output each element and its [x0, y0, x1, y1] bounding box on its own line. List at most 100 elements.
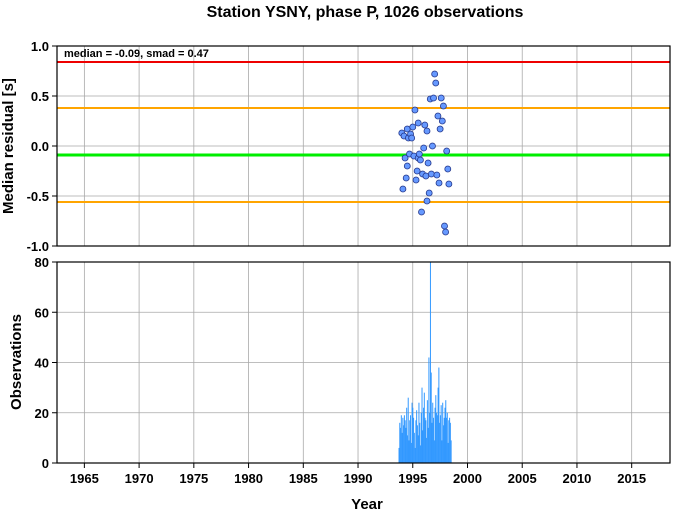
- observation-bar: [449, 417, 451, 463]
- observation-bar: [447, 442, 449, 463]
- observation-bar: [414, 447, 416, 463]
- residual-point: [430, 94, 437, 102]
- residual-y-tick-label: -1.0: [27, 239, 49, 254]
- observations-grid: [57, 261, 670, 464]
- residual-point: [423, 127, 431, 135]
- residual-point: [427, 170, 435, 178]
- x-tick-label: 2000: [453, 471, 482, 486]
- observation-bar: [439, 415, 441, 463]
- residual-point: [435, 179, 443, 187]
- observation-bar: [411, 402, 413, 463]
- residual-point: [423, 197, 431, 205]
- observation-bar: [415, 420, 417, 463]
- observation-bar: [439, 422, 441, 463]
- residual-point: [433, 171, 441, 179]
- observation-bar: [435, 395, 437, 463]
- residual-point: [432, 79, 440, 87]
- observation-bar: [413, 417, 415, 463]
- observation-bar: [410, 415, 412, 463]
- observation-bar: [402, 417, 404, 463]
- x-tick-label: 1975: [179, 471, 208, 486]
- residual-point: [420, 144, 428, 152]
- x-axis-label: Year: [351, 496, 383, 511]
- observation-bar: [399, 422, 401, 463]
- observation-bar: [421, 387, 423, 463]
- observation-bar: [408, 440, 410, 463]
- observation-bar: [420, 412, 422, 463]
- residual-points: [398, 70, 453, 236]
- observation-bar: [429, 412, 431, 463]
- observation-bar: [413, 432, 415, 463]
- observation-bar: [427, 427, 429, 463]
- x-tick-label: 1980: [234, 471, 263, 486]
- observations-y-tick-label: 80: [35, 255, 49, 270]
- residual-y-ticks: 1.0 0.5 0.0 -0.5 -1.0: [27, 39, 57, 254]
- residual-point: [441, 222, 448, 230]
- residual-y-tick-label: 1.0: [31, 39, 49, 54]
- observations-y-tick-label: 0: [42, 456, 49, 471]
- observation-bar: [426, 400, 428, 463]
- residual-panel: 1.0 0.5 0.0 -0.5 -1.0 median = -0.09, smad =…: [0, 39, 671, 254]
- residual-point: [437, 94, 445, 102]
- observation-bar: [432, 402, 434, 463]
- observation-bar: [403, 425, 405, 463]
- residual-point: [411, 106, 419, 114]
- residual-point: [434, 112, 442, 120]
- observation-bar: [438, 367, 440, 463]
- observation-bar: [444, 407, 446, 463]
- x-tick-label: 2010: [562, 471, 591, 486]
- x-tick-label: 2015: [617, 471, 646, 486]
- observation-bar: [406, 435, 408, 463]
- x-tick-label: 1970: [125, 471, 154, 486]
- residual-point: [421, 121, 429, 129]
- residual-point: [415, 150, 423, 158]
- observation-bar: [400, 427, 402, 463]
- observation-bar: [417, 435, 419, 463]
- residual-y-tick-label: -0.5: [27, 189, 49, 204]
- residual-point: [408, 134, 416, 142]
- observation-bar: [404, 420, 406, 463]
- observations-y-tick-label: 40: [35, 356, 49, 371]
- residual-y-tick-label: 0.0: [31, 139, 49, 154]
- residual-y-tick-label: 0.5: [31, 89, 49, 104]
- observation-bar: [428, 357, 430, 463]
- observation-bar: [448, 420, 450, 463]
- residual-point: [417, 156, 424, 164]
- observation-bar: [419, 422, 421, 463]
- observation-bar: [436, 415, 438, 463]
- observations-y-tick-label: 60: [35, 305, 49, 320]
- observation-bar: [433, 440, 435, 463]
- observations-y-ticks: 80 60 40 20 0: [35, 255, 57, 471]
- observation-bar: [446, 417, 448, 463]
- residual-point: [409, 123, 417, 131]
- observation-bar: [400, 415, 402, 463]
- observation-bar: [425, 420, 427, 463]
- residual-point: [424, 159, 432, 167]
- residual-point: [443, 147, 451, 155]
- observation-bar: [433, 417, 435, 463]
- residual-point: [438, 117, 446, 125]
- residual-point: [444, 165, 452, 173]
- observation-bar: [401, 432, 403, 463]
- observation-bar: [437, 387, 439, 463]
- stats-annotation: median = -0.09, smad = 0.47: [64, 48, 209, 60]
- residual-point: [442, 228, 449, 236]
- observation-bar: [410, 442, 412, 463]
- observation-bar: [442, 425, 444, 463]
- residual-point: [414, 119, 422, 127]
- x-tick-label: 2005: [508, 471, 537, 486]
- chart-title: Station YSNY, phase P, 1026 observations: [207, 4, 524, 21]
- residual-point: [440, 102, 447, 110]
- observation-bar: [406, 407, 408, 463]
- observation-bar: [423, 392, 425, 463]
- residual-point: [399, 185, 407, 193]
- residual-point: [445, 180, 453, 188]
- residual-point: [425, 189, 433, 197]
- observation-bar: [409, 420, 411, 463]
- observation-bar: [423, 407, 425, 463]
- observation-bar: [446, 412, 448, 463]
- observations-y-tick-label: 20: [35, 406, 49, 421]
